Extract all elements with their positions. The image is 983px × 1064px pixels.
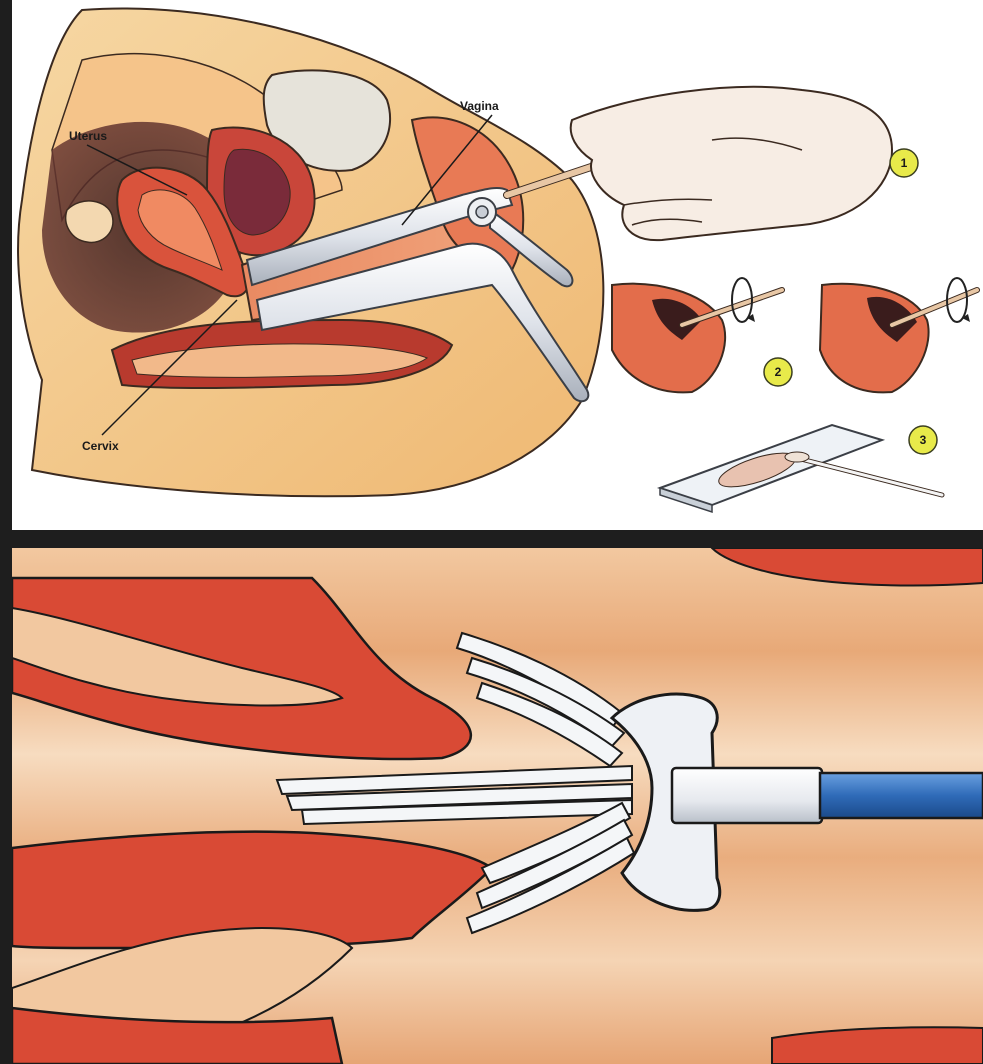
pap-smear-illustration: Uterus Vagina Cervix 1 2 3 (12, 0, 983, 530)
step-3-badge: 3 (909, 426, 937, 454)
cervical-swab-rotation-right (820, 278, 977, 392)
step-3-number: 3 (920, 433, 927, 447)
cervical-swab-rotation-left (612, 278, 782, 392)
vagina-label: Vagina (460, 99, 499, 113)
cervical-brush-panel (12, 548, 983, 1064)
step-2-badge: 2 (764, 358, 792, 386)
cervical-brush-illustration (12, 548, 983, 1064)
step-1-number: 1 (901, 156, 908, 170)
uterus-label: Uterus (69, 129, 107, 143)
glass-slide-smear (660, 425, 942, 512)
step-2-number: 2 (775, 365, 782, 379)
cervix-label: Cervix (82, 439, 119, 453)
pap-smear-panel: Uterus Vagina Cervix 1 2 3 (12, 0, 983, 530)
brush-handle (820, 773, 983, 818)
step-1-badge: 1 (890, 149, 918, 177)
brush-sleeve (672, 768, 822, 823)
